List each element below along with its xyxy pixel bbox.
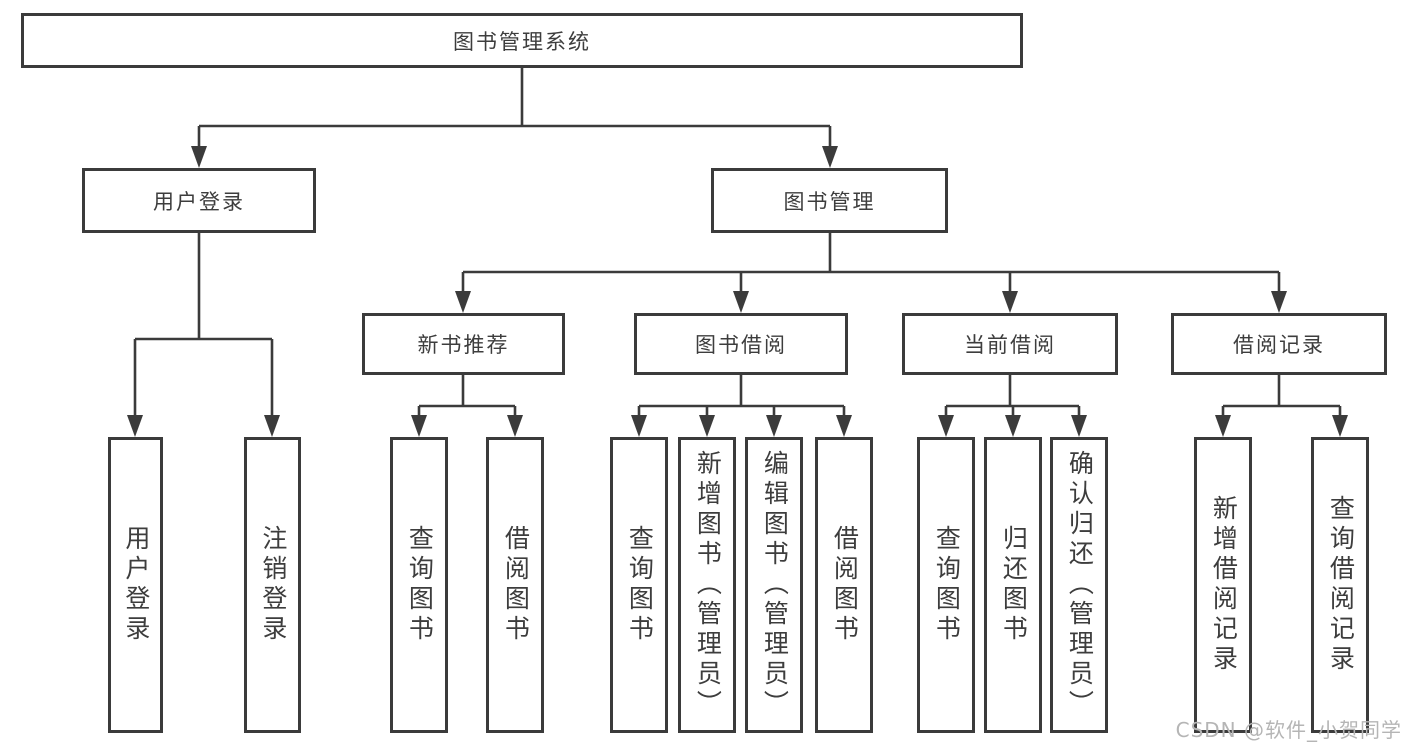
leaf-label: 用户登录: [121, 525, 151, 645]
connector-book-borrow-branch: [637, 375, 846, 415]
leaf-confirm-return-admin: 确认归还（管理员）: [1050, 437, 1108, 733]
leaf-borrow-books-2: 借阅图书: [815, 437, 873, 733]
arrowhead: [411, 415, 427, 437]
arrowhead: [631, 415, 647, 437]
leaf-add-books-admin: 新增图书（管理员）: [678, 437, 736, 733]
node-new-book-recommend: 新书推荐: [362, 313, 565, 375]
leaf-logout: 注销登录: [244, 437, 301, 733]
connector-current-borrow-branch: [944, 375, 1081, 415]
arrowhead: [1332, 415, 1348, 437]
leaf-borrow-books-1: 借阅图书: [486, 437, 544, 733]
arrowhead: [1271, 291, 1287, 313]
connector-book-management-branch: [461, 233, 1281, 291]
node-book-borrow: 图书借阅: [634, 313, 848, 375]
leaf-label: 查询图书: [932, 525, 962, 645]
arrowhead: [822, 146, 838, 168]
leaf-query-books-2: 查询图书: [610, 437, 668, 733]
leaf-label: 确认归还（管理员）: [1065, 450, 1095, 720]
leaf-query-books-3: 查询图书: [917, 437, 975, 733]
node-book-management: 图书管理: [711, 168, 948, 233]
node-current-borrow: 当前借阅: [902, 313, 1118, 375]
arrowhead: [699, 415, 715, 437]
leaf-label: 编辑图书（管理员）: [760, 450, 790, 720]
leaf-label: 归还图书: [999, 525, 1029, 645]
leaf-query-borrow-record: 查询借阅记录: [1311, 437, 1369, 733]
arrowhead: [1215, 415, 1231, 437]
connector-new-book-branch: [417, 375, 517, 415]
node-user-login: 用户登录: [82, 168, 316, 233]
arrowhead: [1005, 415, 1021, 437]
leaf-label: 借阅图书: [501, 525, 531, 645]
csdn-watermark: CSDN @软件_小贺同学: [1175, 718, 1402, 742]
arrowhead: [507, 415, 523, 437]
leaf-query-books-1: 查询图书: [390, 437, 448, 733]
leaf-return-books: 归还图书: [984, 437, 1042, 733]
arrowhead: [264, 415, 280, 437]
leaf-label: 查询图书: [405, 525, 435, 645]
arrowhead: [1071, 415, 1087, 437]
arrowhead: [766, 415, 782, 437]
arrowhead: [455, 291, 471, 313]
leaf-add-borrow-record: 新增借阅记录: [1194, 437, 1252, 733]
leaf-label: 查询借阅记录: [1326, 495, 1356, 675]
connector-borrow-records-branch: [1221, 375, 1342, 415]
connector-root-to-level2: [197, 68, 832, 148]
leaf-user-login: 用户登录: [108, 437, 163, 733]
leaf-label: 新增借阅记录: [1209, 495, 1239, 675]
leaf-label: 注销登录: [258, 525, 288, 645]
leaf-label: 新增图书（管理员）: [693, 450, 723, 720]
leaf-label: 借阅图书: [830, 525, 860, 645]
leaf-edit-books-admin: 编辑图书（管理员）: [745, 437, 803, 733]
node-root-system: 图书管理系统: [21, 13, 1023, 68]
arrowhead: [836, 415, 852, 437]
arrowhead: [127, 415, 143, 437]
connector-user-login-branch: [133, 233, 274, 415]
arrowhead: [733, 291, 749, 313]
arrowhead: [938, 415, 954, 437]
arrowhead: [1002, 291, 1018, 313]
leaf-label: 查询图书: [625, 525, 655, 645]
arrowhead: [191, 146, 207, 168]
node-borrow-records: 借阅记录: [1171, 313, 1387, 375]
